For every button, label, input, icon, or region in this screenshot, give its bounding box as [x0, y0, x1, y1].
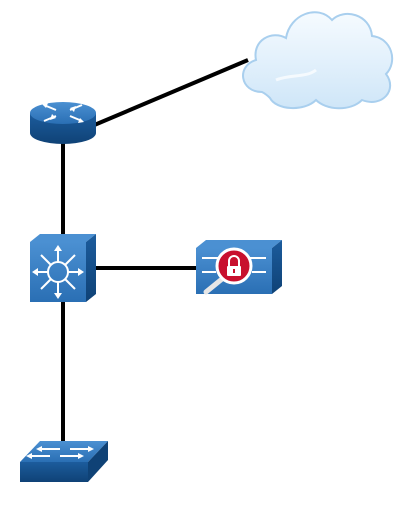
link-router-internet	[91, 58, 249, 128]
links	[61, 58, 249, 446]
workgroup-switch-icon	[20, 441, 108, 482]
router-icon	[30, 102, 96, 144]
ids-sensor-icon	[196, 240, 282, 295]
cloud-icon	[242, 11, 394, 110]
multilayer-switch-icon	[30, 234, 96, 302]
